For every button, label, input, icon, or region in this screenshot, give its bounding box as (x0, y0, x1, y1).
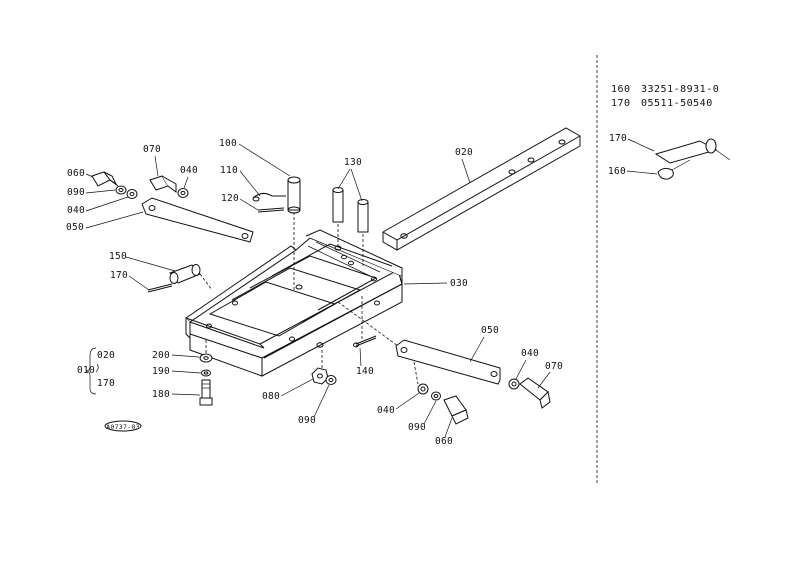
assembly-key: 010 020 170 (77, 347, 115, 395)
callout-100: 100 (219, 138, 237, 149)
side-detail: 170 160 (608, 133, 731, 180)
callout-200: 200 (152, 350, 170, 361)
callout-110: 110 (220, 165, 238, 176)
assembly-child-1: 020 (97, 350, 115, 361)
link-050-left (141, 197, 254, 243)
parts-list: 160 33251-8931-0 170 05511-50540 (611, 84, 719, 109)
pin-170-head (705, 138, 717, 154)
parts-list-ref-2: 170 (611, 98, 631, 109)
snap-pin-110 (252, 192, 286, 202)
callout-170-left: 170 (110, 270, 128, 281)
callout-040-right-a: 040 (521, 348, 539, 359)
callout-090-right: 090 (408, 422, 426, 433)
callout-040-right-b: 040 (377, 405, 395, 416)
washer-200 (199, 353, 213, 363)
bolt-060-left (91, 171, 119, 187)
leader-100 (238, 143, 291, 177)
callout-060-left: 060 (67, 168, 85, 179)
callout-140: 140 (356, 366, 374, 377)
leader-110 (239, 170, 261, 197)
leader-130a (337, 168, 351, 190)
leader-160-side (626, 170, 658, 175)
washer-040-right-a (508, 378, 520, 390)
callout-080: 080 (262, 391, 280, 402)
leader-020 (461, 158, 471, 184)
clip-160-side (657, 167, 674, 180)
callout-180: 180 (152, 389, 170, 400)
leader-120 (239, 198, 259, 211)
parts-list-ref-1: 160 (611, 84, 631, 95)
callout-130: 130 (344, 157, 362, 168)
pin-100 (287, 176, 301, 290)
callout-120: 120 (221, 193, 239, 204)
nut-080 (311, 367, 329, 385)
washer-090-left (115, 185, 127, 195)
parts-list-partno-2: 05511-50540 (641, 98, 713, 109)
callout-190: 190 (152, 366, 170, 377)
assembly-child-2: 170 (97, 378, 115, 389)
callout-030: 030 (450, 278, 468, 289)
callout-070-left: 070 (143, 144, 161, 155)
bolt-070-left (149, 175, 177, 193)
washer-190 (201, 369, 211, 377)
callout-070-right: 070 (545, 361, 563, 372)
parts-list-partno-1: 33251-8931-0 (641, 84, 719, 95)
washer-090-mid (325, 375, 337, 385)
cotter-170-left (147, 283, 173, 293)
washer-090-right (431, 391, 441, 401)
pin-150 (169, 264, 201, 284)
link-050-right (395, 339, 501, 385)
bolt-180 (199, 379, 213, 406)
pins-130 (332, 187, 369, 266)
cotter-120 (257, 207, 285, 213)
callout-050-right: 050 (481, 325, 499, 336)
washer-040-left-a (126, 189, 138, 199)
callout-040-left-a: 040 (67, 205, 85, 216)
stamp-text: A0737-03 (106, 423, 140, 431)
leader-130b (350, 168, 363, 202)
washer-040-right-b (417, 383, 429, 395)
bar-020 (382, 127, 581, 251)
drawing-stamp: A0737-03 (104, 420, 142, 432)
callout-040-left-b: 040 (180, 165, 198, 176)
callout-020: 020 (455, 147, 473, 158)
callout-090-left: 090 (67, 187, 85, 198)
bolt-070-right (519, 377, 551, 409)
callout-170-side: 170 (609, 133, 627, 144)
assembly-parent: 010 (77, 365, 95, 376)
bolt-060-right (443, 395, 469, 425)
cotter-140 (353, 335, 377, 348)
callout-060-right: 060 (435, 436, 453, 447)
callout-050-left: 050 (66, 222, 84, 233)
callout-160-side: 160 (608, 166, 626, 177)
callout-090-mid: 090 (298, 415, 316, 426)
leader-170-side (627, 138, 655, 152)
callout-150: 150 (109, 251, 127, 262)
leader-030 (403, 282, 448, 285)
frame-030 (185, 229, 403, 377)
washer-040-left-b (177, 188, 189, 198)
